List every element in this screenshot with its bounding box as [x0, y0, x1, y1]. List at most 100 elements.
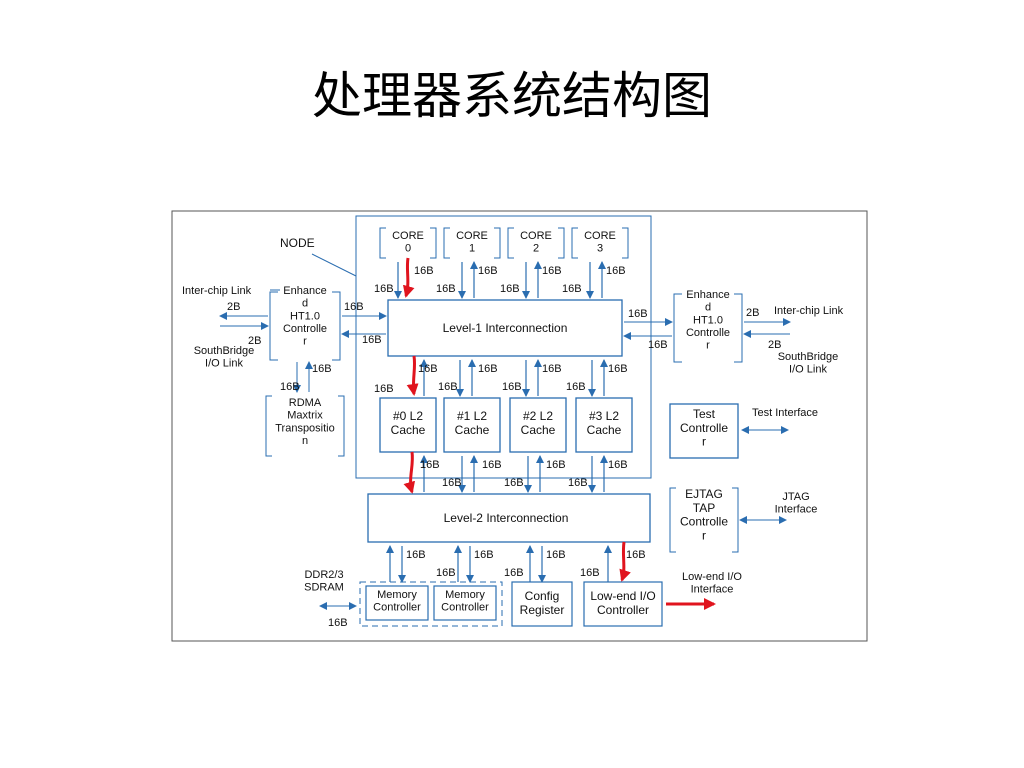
memory-group-frame: [359, 581, 503, 627]
ht-right-box: [673, 293, 743, 363]
svg-text:16B: 16B: [312, 363, 332, 375]
l1-cache-arrows: [420, 359, 608, 397]
l2-device-arrows: [386, 545, 612, 583]
svg-text:16B: 16B: [628, 308, 648, 320]
svg-text:16B: 16B: [502, 381, 522, 393]
test-interface-label: Test Interface: [752, 407, 818, 419]
svg-text:16B: 16B: [414, 265, 434, 277]
svg-text:16B: 16B: [626, 549, 646, 561]
core-l1-arrows: [394, 261, 606, 299]
svg-text:16B: 16B: [568, 477, 588, 489]
svg-text:2B: 2B: [248, 335, 261, 347]
svg-text:16B: 16B: [504, 477, 524, 489]
level2-label: Level-2 Interconnection: [444, 511, 569, 525]
svg-text:16B: 16B: [328, 617, 348, 629]
svg-text:16B: 16B: [438, 381, 458, 393]
svg-text:16B: 16B: [608, 363, 628, 375]
labels-core-l1: 16B 16B 16B 16B 16B 16B 16B 16B: [374, 265, 626, 295]
svg-text:16B: 16B: [418, 363, 438, 375]
svg-text:16B: 16B: [436, 283, 456, 295]
red-arrow-cache0-l2: [403, 451, 416, 494]
svg-text:16B: 16B: [344, 301, 364, 313]
level1-label: Level-1 Interconnection: [443, 321, 568, 335]
interchip-right-label: Inter-chip Link: [774, 305, 844, 317]
svg-text:16B: 16B: [580, 567, 600, 579]
level2-interconnection: [367, 493, 651, 543]
svg-text:16B: 16B: [504, 567, 524, 579]
rdma-box: [265, 395, 345, 457]
slide-title: 处理器系统结构图: [312, 67, 712, 125]
labels-cache-l2: 16B 16B 16B 16B 16B 16B 16B: [420, 459, 628, 489]
svg-text:16B: 16B: [500, 283, 520, 295]
svg-text:16B: 16B: [406, 549, 426, 561]
svg-text:16B: 16B: [478, 265, 498, 277]
node-label: NODE: [280, 236, 315, 250]
red-arrow-core0: [402, 257, 415, 298]
svg-text:2B: 2B: [227, 301, 240, 313]
svg-text:16B: 16B: [362, 334, 382, 346]
svg-text:16B: 16B: [478, 363, 498, 375]
svg-text:16B: 16B: [562, 283, 582, 295]
svg-text:16B: 16B: [374, 283, 394, 295]
svg-text:16B: 16B: [648, 339, 668, 351]
red-arrow-l1-cache0: [406, 355, 419, 396]
node-pointer: [311, 253, 357, 277]
svg-text:16B: 16B: [474, 549, 494, 561]
svg-text:2B: 2B: [746, 307, 759, 319]
svg-text:16B: 16B: [374, 383, 394, 395]
svg-text:16B: 16B: [482, 459, 502, 471]
ht-left-box: [269, 291, 341, 361]
svg-text:16B: 16B: [566, 381, 586, 393]
level1-interconnection: [387, 299, 623, 357]
svg-text:16B: 16B: [542, 363, 562, 375]
svg-text:16B: 16B: [606, 265, 626, 277]
svg-text:16B: 16B: [546, 459, 566, 471]
red-arrow-l2-lowend: [619, 541, 631, 582]
svg-text:16B: 16B: [546, 549, 566, 561]
svg-text:16B: 16B: [442, 477, 462, 489]
svg-text:16B: 16B: [542, 265, 562, 277]
interchip-left-label: Inter-chip Link: [182, 285, 252, 297]
test-controller: [669, 403, 739, 459]
node-frame: [355, 215, 652, 479]
labels-l1-cache: 16B 16B 16B 16B 16B 16B 16B 16B: [374, 363, 628, 395]
ejtag-box: [669, 487, 739, 553]
labels-l2-devices: 16B 16B 16B 16B 16B 16B 16B: [406, 549, 646, 579]
config-register: [511, 581, 573, 627]
svg-text:16B: 16B: [420, 459, 440, 471]
lowend-io-controller: [583, 581, 663, 627]
cache-l2-arrows: [420, 455, 608, 493]
svg-text:16B: 16B: [280, 381, 300, 393]
